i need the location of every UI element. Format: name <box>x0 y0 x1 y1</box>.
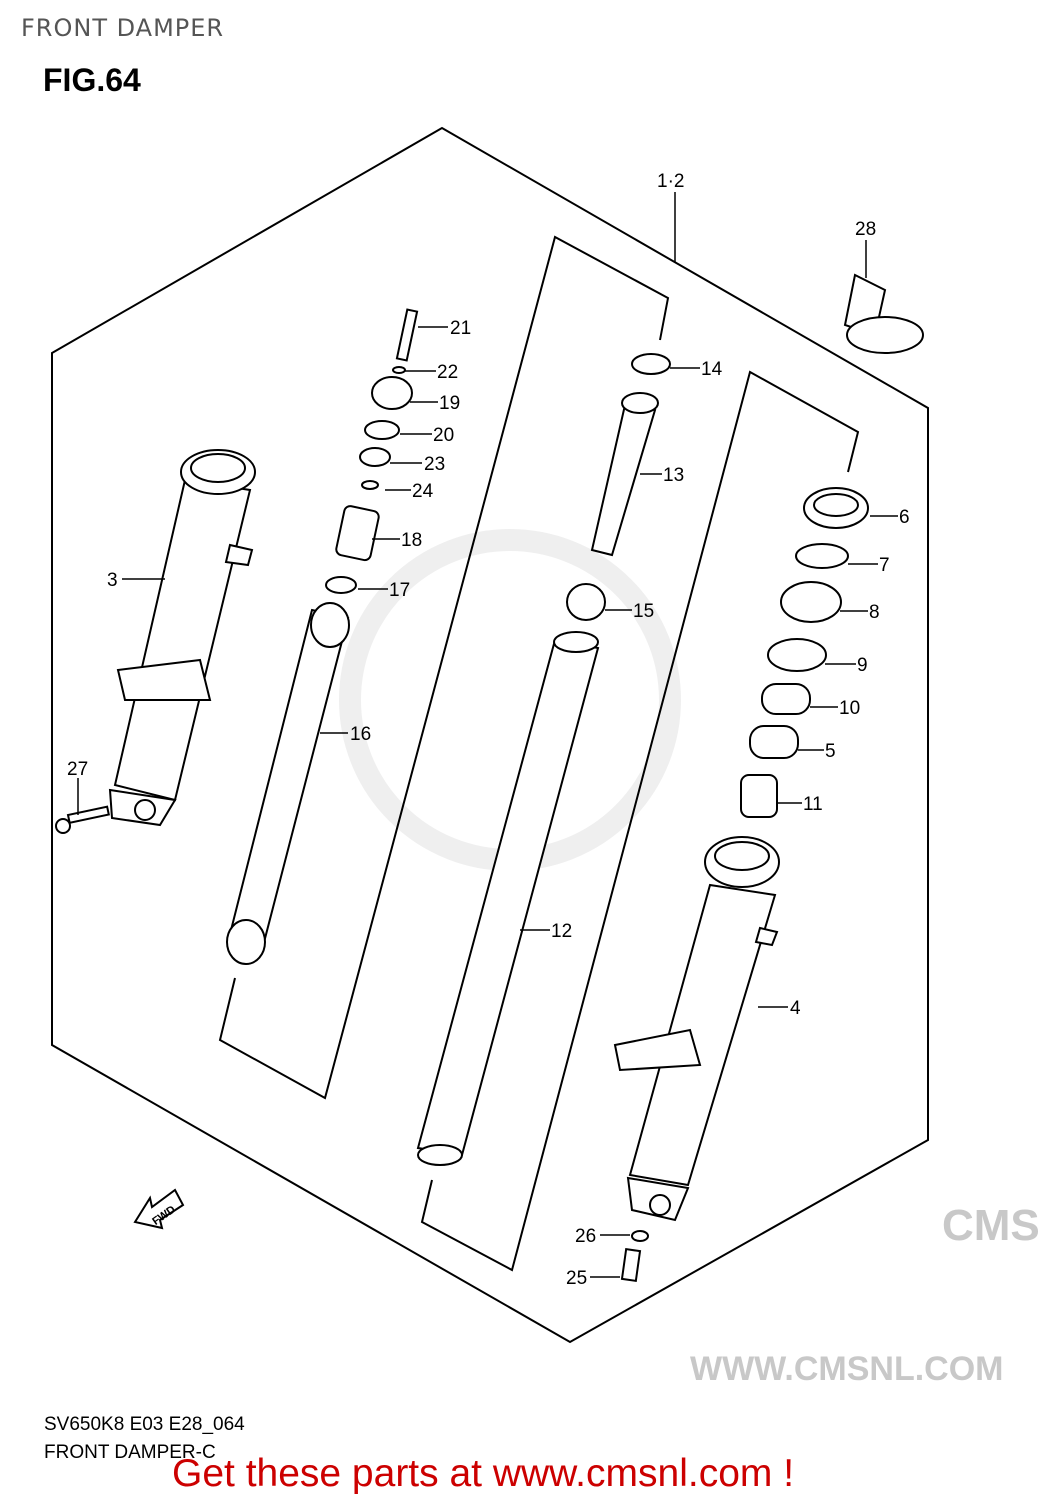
watermark-logo: CMS <box>942 1201 1040 1250</box>
figure-number: FIG.64 <box>43 62 141 98</box>
callout: 9 <box>857 655 868 676</box>
damper-rod-16 <box>226 602 350 965</box>
watermark-url: WWW.CMSNL.COM <box>690 1350 1004 1388</box>
seal-parts <box>740 487 869 818</box>
callout: 6 <box>899 507 910 528</box>
callout: 20 <box>433 425 454 446</box>
outer-tube-left <box>108 449 256 827</box>
model-code: SV650K8 E03 E28_064 <box>44 1414 245 1435</box>
callout: 24 <box>412 481 434 502</box>
callout: 23 <box>424 454 445 475</box>
callout: 22 <box>437 362 458 383</box>
callout: 27 <box>67 759 88 780</box>
callout: 19 <box>439 393 460 414</box>
callout: 10 <box>839 698 860 719</box>
callout: 15 <box>633 601 654 622</box>
callout: 11 <box>803 794 823 815</box>
callout: 8 <box>869 602 880 623</box>
outer-tube-right <box>613 836 780 1222</box>
callout: 28 <box>855 219 876 240</box>
forward-arrow-icon <box>133 1188 185 1230</box>
cylinder-parts <box>566 353 671 621</box>
callout: 1·2 <box>657 171 684 192</box>
callout: 3 <box>107 570 118 591</box>
page-header: FRONT DAMPER <box>21 14 225 42</box>
leader-lines <box>77 192 898 1278</box>
callout: 12 <box>551 921 572 942</box>
callout: 17 <box>389 580 410 601</box>
diagram-name: FRONT DAMPER-C <box>44 1442 216 1463</box>
callout: 4 <box>790 998 801 1019</box>
callout: 7 <box>879 555 890 576</box>
callout: 21 <box>450 318 471 339</box>
cover-28 <box>843 273 924 354</box>
watermark: CMS WWW.CMSNL.COM <box>690 1201 1040 1388</box>
callout: 5 <box>825 741 836 762</box>
callout: 18 <box>401 530 422 551</box>
damper-top-parts <box>325 308 419 594</box>
bracket-damper-group <box>218 235 670 1100</box>
drain-bolt-parts <box>620 1230 649 1282</box>
bolt-27 <box>55 805 110 834</box>
callout: 13 <box>663 465 684 486</box>
inner-tube-12 <box>416 631 600 1166</box>
callout: 14 <box>701 359 723 380</box>
bracket-inner-tube-group <box>420 370 860 1272</box>
callout: 25 <box>566 1268 587 1289</box>
promo-link[interactable]: Get these parts at www.cmsnl.com ! <box>172 1452 795 1495</box>
callouts: 1·2 28 21 22 19 20 23 24 18 17 16 3 27 1… <box>67 171 910 1289</box>
callout: 16 <box>350 724 371 745</box>
callout: 26 <box>575 1226 596 1247</box>
diagram-outline <box>51 126 929 1344</box>
